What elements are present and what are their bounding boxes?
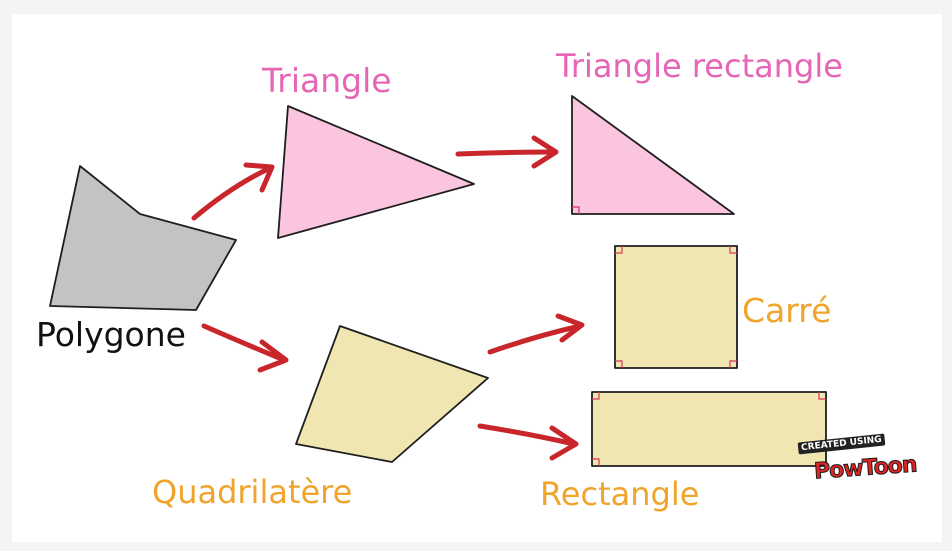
arrow-polygon-to-triangle	[191, 162, 275, 221]
right-triangle-shape	[571, 95, 735, 215]
quadrilateral-shape	[295, 325, 489, 463]
arrow-polygon-to-quadrilateral	[201, 323, 289, 373]
right-angle-mark	[572, 206, 580, 214]
label-carre: Carré	[742, 291, 832, 330]
right-angle-mark	[729, 360, 737, 368]
powtoon-logo: CREATED USING PowToon	[792, 433, 922, 494]
right-angle-mark	[592, 458, 600, 466]
right-angle-mark	[729, 246, 737, 254]
logo-created-using: CREATED USING	[797, 433, 886, 455]
right-angle-mark	[818, 392, 826, 400]
label-triangle-rectangle: Triangle rectangle	[556, 47, 843, 85]
logo-brand: PowToon	[813, 452, 918, 485]
arrow-triangle-to-right-triangle	[455, 135, 559, 169]
rectangle-shape	[591, 391, 827, 467]
label-polygone: Polygone	[36, 315, 186, 354]
polygon-shape	[49, 165, 237, 311]
right-angle-mark	[592, 392, 600, 400]
triangle-shape	[277, 105, 475, 239]
square-shape	[614, 245, 738, 369]
label-triangle: Triangle	[262, 61, 392, 100]
arrow-quadrilateral-to-rectangle	[477, 423, 579, 461]
label-rectangle: Rectangle	[540, 475, 700, 513]
arrow-quadrilateral-to-square	[487, 313, 585, 355]
right-angle-mark	[615, 360, 623, 368]
label-quadrilatere: Quadrilatère	[152, 473, 353, 511]
right-angle-mark	[615, 246, 623, 254]
